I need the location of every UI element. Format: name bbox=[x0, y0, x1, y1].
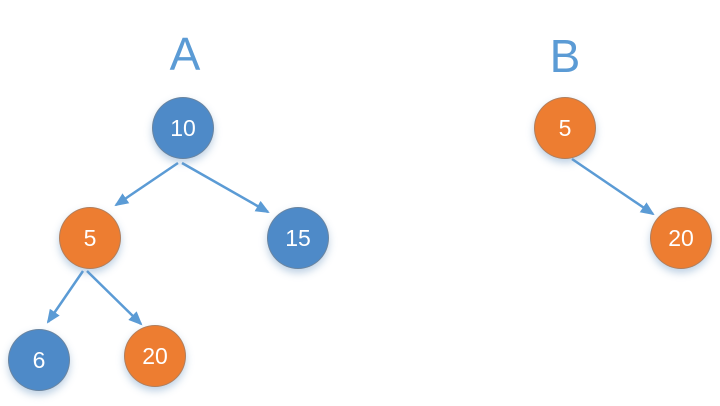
tree-a-node-5: 5 bbox=[59, 207, 121, 269]
edge-a-5-to-6 bbox=[46, 270, 85, 324]
tree-a-node-15: 15 bbox=[267, 207, 329, 269]
tree-a-node-10: 10 bbox=[152, 97, 214, 159]
tree-edges bbox=[46, 157, 655, 326]
edge-a-10-to-15 bbox=[181, 161, 270, 214]
node-value: 5 bbox=[83, 224, 97, 251]
edge-b-5-to-20 bbox=[571, 157, 655, 216]
tree-label-b: B bbox=[549, 30, 581, 82]
node-value: 20 bbox=[668, 224, 694, 251]
node-value: 10 bbox=[170, 114, 196, 141]
tree-a-node-6: 6 bbox=[8, 329, 70, 391]
edge-a-10-to-5 bbox=[114, 161, 179, 207]
tree-b-node-20: 20 bbox=[650, 207, 712, 269]
node-value: 15 bbox=[285, 224, 311, 251]
node-value: 6 bbox=[32, 346, 46, 373]
tree-label-a: A bbox=[169, 28, 201, 80]
node-value: 20 bbox=[142, 342, 168, 369]
node-value: 5 bbox=[558, 114, 572, 141]
tree-b-node-5: 5 bbox=[534, 97, 596, 159]
tree-a-node-20: 20 bbox=[124, 325, 186, 387]
edge-a-5-to-20 bbox=[86, 270, 143, 326]
